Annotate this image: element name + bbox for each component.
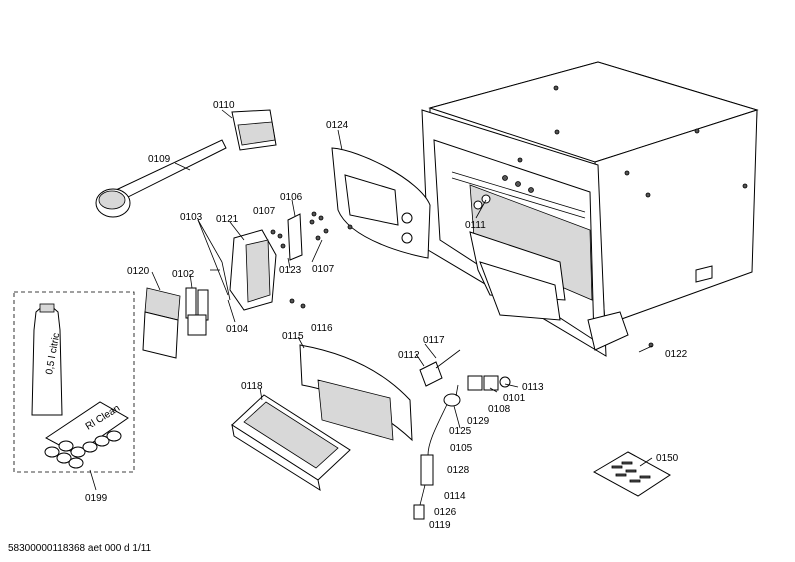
- label-0107b: 0107: [312, 264, 335, 275]
- label-0122: 0122: [665, 349, 688, 360]
- label-0118: 0118: [241, 381, 263, 392]
- label-0109: 0109: [148, 154, 171, 165]
- label-0108: 0108: [488, 404, 511, 415]
- part-0124-side-panel: [331, 147, 431, 259]
- label-0119: 0119: [429, 520, 451, 531]
- part-0118-drip-grid: [231, 394, 351, 492]
- label-0121: 0121: [216, 214, 239, 225]
- label-0102: 0102: [172, 269, 195, 280]
- label-0120: 0120: [127, 266, 150, 277]
- label-0123: 0123: [279, 265, 302, 276]
- label-0104: 0104: [226, 324, 249, 335]
- part-0116-cover: [299, 344, 413, 442]
- label-0116: 0116: [311, 323, 333, 334]
- label-0105: 0105: [450, 443, 473, 454]
- part-hose-assembly: [413, 349, 511, 520]
- part-0110-brush: [231, 109, 277, 151]
- label-0126: 0126: [434, 507, 457, 518]
- part-0121-module: [210, 229, 277, 311]
- part-labels: 0110 0109 0124 0106 0107 0103 0121 0123 …: [85, 100, 688, 531]
- label-0124: 0124: [326, 120, 349, 131]
- label-0128: 0128: [447, 465, 470, 476]
- label-0110: 0110: [213, 100, 235, 111]
- part-0109-scoop: [95, 139, 227, 218]
- part-0199-care-set: 0,5 l citric Rl Clean: [13, 291, 135, 473]
- label-0103: 0103: [180, 212, 203, 223]
- label-0113: 0113: [522, 382, 544, 393]
- label-0150: 0150: [656, 453, 679, 464]
- label-0199: 0199: [85, 493, 108, 504]
- label-0106: 0106: [280, 192, 303, 203]
- label-0129: 0129: [467, 416, 490, 427]
- part-0102-nozzle: [185, 287, 209, 336]
- label-0117: 0117: [423, 335, 445, 346]
- leader-lines: [89, 109, 653, 491]
- label-0114: 0114: [444, 491, 466, 502]
- label-0125: 0125: [449, 426, 472, 437]
- label-0101: 0101: [503, 393, 526, 404]
- footer-code: 58300000118368 aet 000 d 1/11: [8, 543, 152, 554]
- part-0150-screw-bag: [592, 451, 671, 497]
- label-0107a: 0107: [253, 206, 276, 217]
- label-0115: 0115: [282, 331, 304, 342]
- part-0120-filter: [142, 287, 181, 359]
- part-0106-bracket: [270, 211, 654, 348]
- machine-housing: [421, 61, 759, 357]
- label-0111: 0111: [465, 220, 486, 231]
- label-0112: 0112: [398, 350, 420, 361]
